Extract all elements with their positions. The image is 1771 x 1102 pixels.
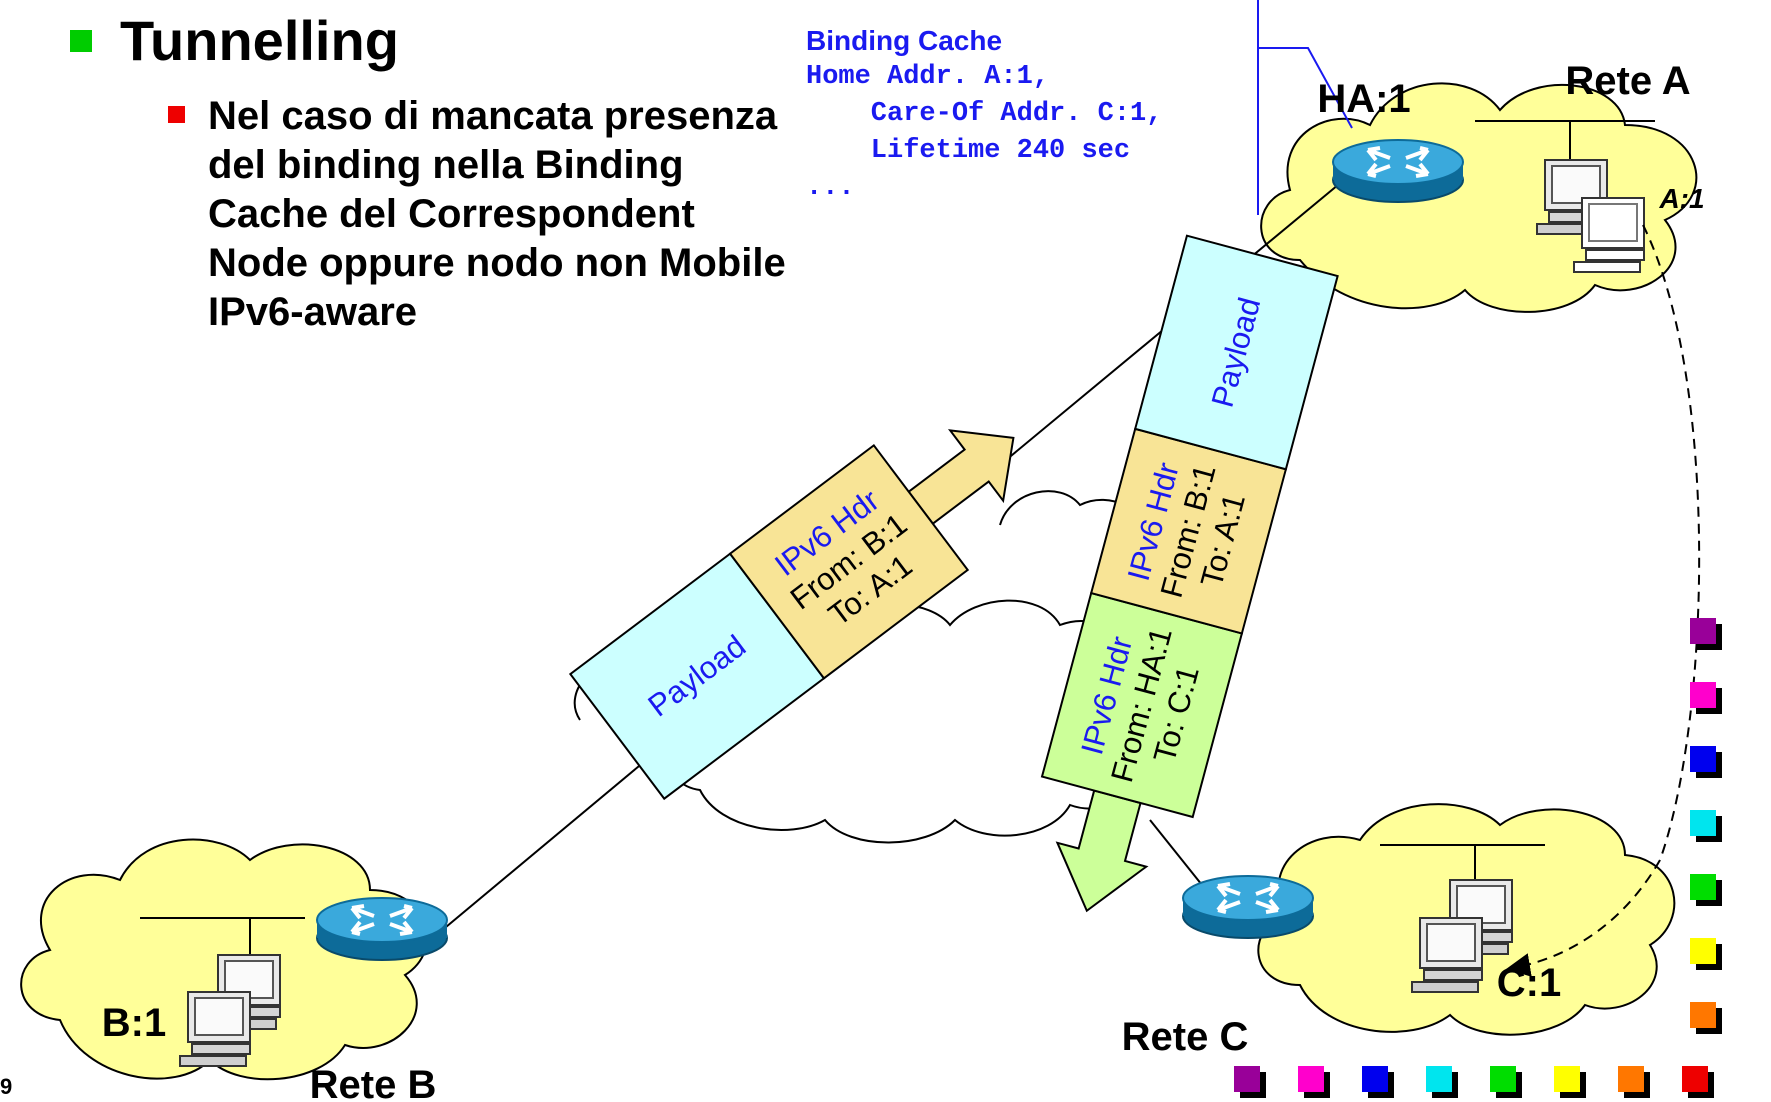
label-b1: B:1: [102, 1001, 166, 1045]
bullet-square-icon: [70, 30, 92, 52]
binding-cache-line-2: Care-Of Addr. C:1,: [806, 99, 1163, 129]
palette-square: [1426, 1066, 1452, 1092]
palette-square: [1690, 682, 1716, 708]
palette-square: [1554, 1066, 1580, 1092]
label-rete-c: Rete C: [1122, 1015, 1249, 1059]
bullet-square-icon: [168, 106, 185, 123]
packet-right: IPv6 Hdr From: HA:1 To: C:1 IPv6 Hdr Fro…: [1040, 234, 1339, 913]
palette-square: [1362, 1066, 1388, 1092]
mobile-node-ghost-icon: [1573, 197, 1645, 273]
router-c-icon: [1181, 874, 1315, 940]
palette-square: [1690, 1002, 1716, 1028]
packet-left-header-box: [728, 443, 970, 680]
palette-square: [1682, 1066, 1708, 1092]
palette-square: [1234, 1066, 1260, 1092]
label-rete-a: Rete A: [1565, 59, 1690, 103]
packet-right-payload-box: [1133, 234, 1339, 471]
label-c1: C:1: [1497, 961, 1561, 1005]
binding-cache-pointer: [1258, 47, 1353, 129]
palette-square: [1618, 1066, 1644, 1092]
palette-square: [1690, 874, 1716, 900]
label-a1: A:1: [1658, 183, 1704, 214]
slide-number: 9: [0, 1074, 13, 1099]
packet-left-arrow-icon: [907, 429, 1015, 526]
palette-square: [1690, 938, 1716, 964]
color-palette: [1234, 618, 1722, 1098]
palette-square: [1298, 1066, 1324, 1092]
binding-cache-title: Binding Cache: [806, 25, 1003, 56]
palette-square: [1690, 618, 1716, 644]
lan-rete-b: [140, 917, 305, 955]
packet-left: Payload IPv6 Hdr From: B:1 To: A:1: [568, 429, 1015, 801]
binding-cache-line-4: ...: [806, 173, 855, 203]
packet-right-arrow-icon: [1055, 789, 1149, 913]
binding-cache-line-1: Home Addr. A:1,: [806, 62, 1050, 92]
slide-title: Tunnelling: [120, 9, 399, 72]
binding-cache-entry: Binding Cache Home Addr. A:1, Care-Of Ad…: [806, 22, 1162, 207]
label-rete-b: Rete B: [310, 1063, 437, 1102]
palette-square: [1690, 810, 1716, 836]
lan-rete-c: [1380, 844, 1545, 880]
binding-cache-line-3: Lifetime 240 sec: [806, 136, 1131, 166]
label-ha: HA:1: [1317, 77, 1410, 121]
router-ha-icon: [1331, 138, 1465, 204]
palette-square: [1490, 1066, 1516, 1092]
lan-rete-a: [1475, 120, 1655, 160]
slide-subtitle: Nel caso di mancata presenza del binding…: [208, 94, 786, 334]
router-b-icon: [315, 896, 449, 962]
palette-square: [1690, 746, 1716, 772]
